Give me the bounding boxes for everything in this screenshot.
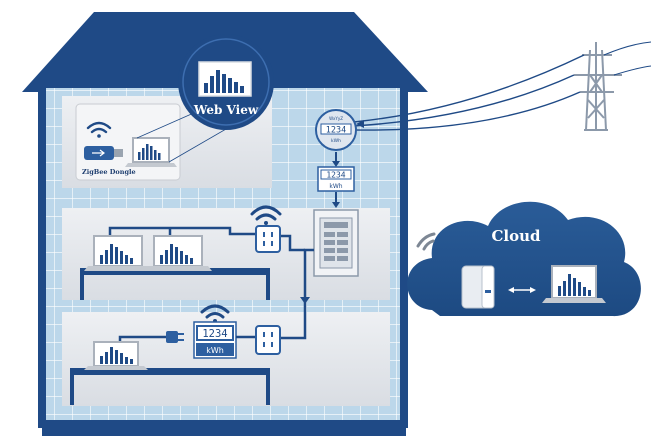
laptop-icon	[144, 235, 212, 271]
zigbee-dongle-label: ZigBee Dongle	[82, 168, 136, 176]
room-meter: 1234 kWh	[317, 166, 355, 192]
utility-meter-digits: 1234	[326, 126, 346, 136]
plug-icon	[166, 331, 184, 343]
wifi-icon	[86, 121, 112, 138]
power-lines	[353, 41, 651, 131]
usb-dongle-icon	[84, 146, 123, 160]
desk-bottom	[70, 368, 270, 375]
foundation	[42, 420, 406, 436]
laptop-icon	[542, 265, 606, 303]
outlet-icon	[255, 225, 281, 253]
utility-meter: WxYyZ 1234 kWh	[315, 109, 357, 151]
plug-meter-digits: 1234	[202, 328, 227, 340]
transmission-tower-icon	[574, 42, 622, 131]
circuit-breaker-panel-icon	[313, 209, 359, 277]
laptop-icon	[125, 137, 177, 167]
bidirectional-arrow-icon	[508, 287, 536, 293]
plug-meter: 1234 kWh	[193, 321, 237, 359]
plug-meter-unit: kWh	[206, 346, 224, 355]
server-icon	[461, 265, 495, 309]
cloud-label: Cloud	[491, 227, 541, 245]
wifi-icon	[250, 205, 282, 225]
cloud: Cloud	[407, 201, 641, 317]
utility-meter-brand: WxYyZ	[329, 116, 343, 121]
zigbee-panel: ZigBee Dongle	[75, 103, 181, 181]
room-meter-unit: kWh	[329, 183, 342, 190]
web-view-label: Web View	[193, 103, 259, 117]
room-meter-digits: 1234	[326, 171, 345, 180]
wifi-icon	[416, 232, 436, 251]
laptop-icon	[84, 235, 152, 271]
web-view-magnifier: Web View	[178, 34, 274, 130]
utility-meter-unit: kWh	[331, 138, 341, 144]
desk-middle	[80, 268, 270, 275]
laptop-icon	[84, 341, 148, 370]
outlet-icon	[255, 325, 281, 355]
